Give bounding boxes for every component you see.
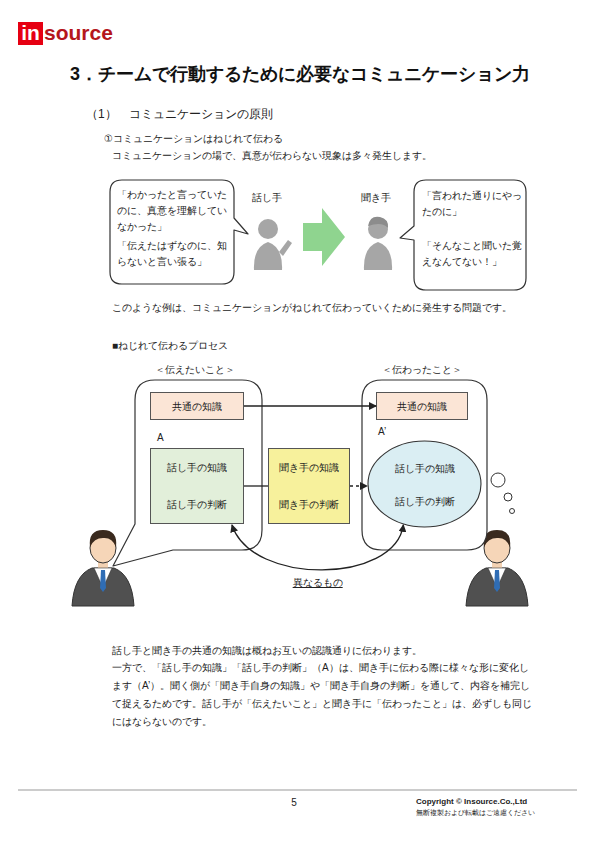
- body-text: このような例は、コミュニケーションがねじれて伝わっていくために発生する問題です。: [112, 301, 512, 315]
- knowledge-box: 共通の知識: [376, 392, 468, 420]
- thought-bubble: [510, 509, 515, 514]
- received-ellipse: A’話し手の知識話し手の判断: [367, 440, 482, 528]
- bubble-outline: [110, 180, 248, 284]
- person-head: [90, 533, 116, 563]
- figure-heading: ■ねじれて伝わるプロセス: [112, 339, 228, 353]
- node-text: 話し手の判断: [151, 498, 243, 512]
- speaker-person: [72, 530, 134, 606]
- edge-label: 異なるもの: [278, 576, 358, 590]
- person-tie: [494, 570, 500, 592]
- person-shirt: [488, 568, 506, 588]
- node-outline: [367, 440, 482, 528]
- thought-bubble: [504, 493, 512, 501]
- person-hair: [484, 530, 510, 547]
- copyright-note: 無断複製および転載はご遠慮ください: [416, 808, 535, 818]
- received-container: ＜伝わったこと＞共通の知識A’話し手の知識話し手の判断: [362, 380, 487, 550]
- node-text: 話し手の判断: [367, 495, 482, 509]
- role-label: 話し手: [252, 191, 282, 205]
- listener-box: 聞き手の知識聞き手の判断: [268, 448, 350, 524]
- node-text: 共通の知識: [151, 400, 243, 414]
- node-text: 聞き手の知識: [269, 461, 349, 475]
- body-text: 一方で、「話し手の知識」「話し手の判断」（A）は、聞き手に伝わる際に様々な形に変…: [112, 659, 532, 731]
- logo-text: source: [44, 21, 113, 44]
- node-text: 共通の知識: [377, 400, 467, 414]
- role-label: 聞き手: [361, 191, 391, 205]
- subsection-heading: ①コミュニケーションはねじれて伝わる: [104, 132, 283, 146]
- node-text: ＜伝わったこと＞: [382, 363, 462, 377]
- speaker-head: [258, 219, 278, 239]
- copyright: Copyright © Insource.Co.,Ltd: [416, 797, 527, 806]
- page-title: 3．チームで行動するために必要なコミュニケーション力: [70, 62, 530, 86]
- node-text: 「そんなこと聞いた覚えなんてない！」: [422, 238, 522, 270]
- logo-mark: in: [18, 22, 43, 45]
- person-head: [484, 533, 510, 563]
- speech-bubble: 「わかったと言っていたのに、真意を理解していなかった」「伝えたはずなのに、知らな…: [110, 180, 234, 284]
- section-heading: （1） コミュニケーションの原則: [86, 106, 273, 123]
- node-text: 話し手の知識: [151, 461, 243, 475]
- speech-bubble: 「言われた通りにやったのに」「そんなこと聞いた覚えなんてない！」: [414, 180, 526, 290]
- thought-bubble: [491, 473, 505, 487]
- person-neck: [98, 558, 108, 570]
- node-text: A’: [378, 426, 386, 437]
- footer-rule: [18, 790, 577, 791]
- node-text: ＜伝えたいこと＞: [155, 363, 235, 377]
- person-suit: [72, 568, 134, 606]
- body-text: 話し手と聞き手の共通の知識は概ねお互いの認識通りに伝わります。: [112, 642, 542, 659]
- node-text: A: [157, 432, 164, 443]
- ellipse-outline: [368, 441, 481, 527]
- bubble-outline: [362, 380, 487, 550]
- person-hair: [90, 530, 116, 547]
- speaker-hand: [279, 240, 292, 256]
- node-text: 聞き手の判断: [269, 498, 349, 512]
- person-suit: [466, 568, 528, 606]
- node-text: 話し手の知識: [367, 462, 482, 476]
- connector: [244, 405, 376, 406]
- person-neck: [492, 558, 502, 570]
- node-text: 「わかったと言っていたのに、真意を理解していなかった」: [117, 187, 229, 235]
- bubble-outline: [113, 380, 262, 566]
- speaker-box: A話し手の知識話し手の判断: [150, 448, 244, 524]
- person-tie: [100, 570, 106, 592]
- knowledge-box: 共通の知識: [150, 392, 244, 420]
- transfer-arrow: [303, 208, 345, 266]
- body-text: コミュニケーションの場で、真意が伝わらない現象は多々発生します。: [112, 149, 432, 163]
- listener-hair: [368, 217, 388, 228]
- listener-body: [364, 242, 392, 270]
- bubble-outline: [400, 180, 526, 290]
- person-shirt: [94, 568, 112, 588]
- node-text: 「伝えたはずなのに、知らないと言い張る」: [117, 238, 229, 270]
- page-number: 5: [286, 797, 302, 808]
- listener-head: [368, 219, 388, 239]
- speaker-body: [254, 242, 282, 270]
- intent-container: ＜伝えたいこと＞共通の知識A話し手の知識話し手の判断: [135, 380, 262, 550]
- node-text: 「言われた通りにやったのに」: [422, 188, 522, 220]
